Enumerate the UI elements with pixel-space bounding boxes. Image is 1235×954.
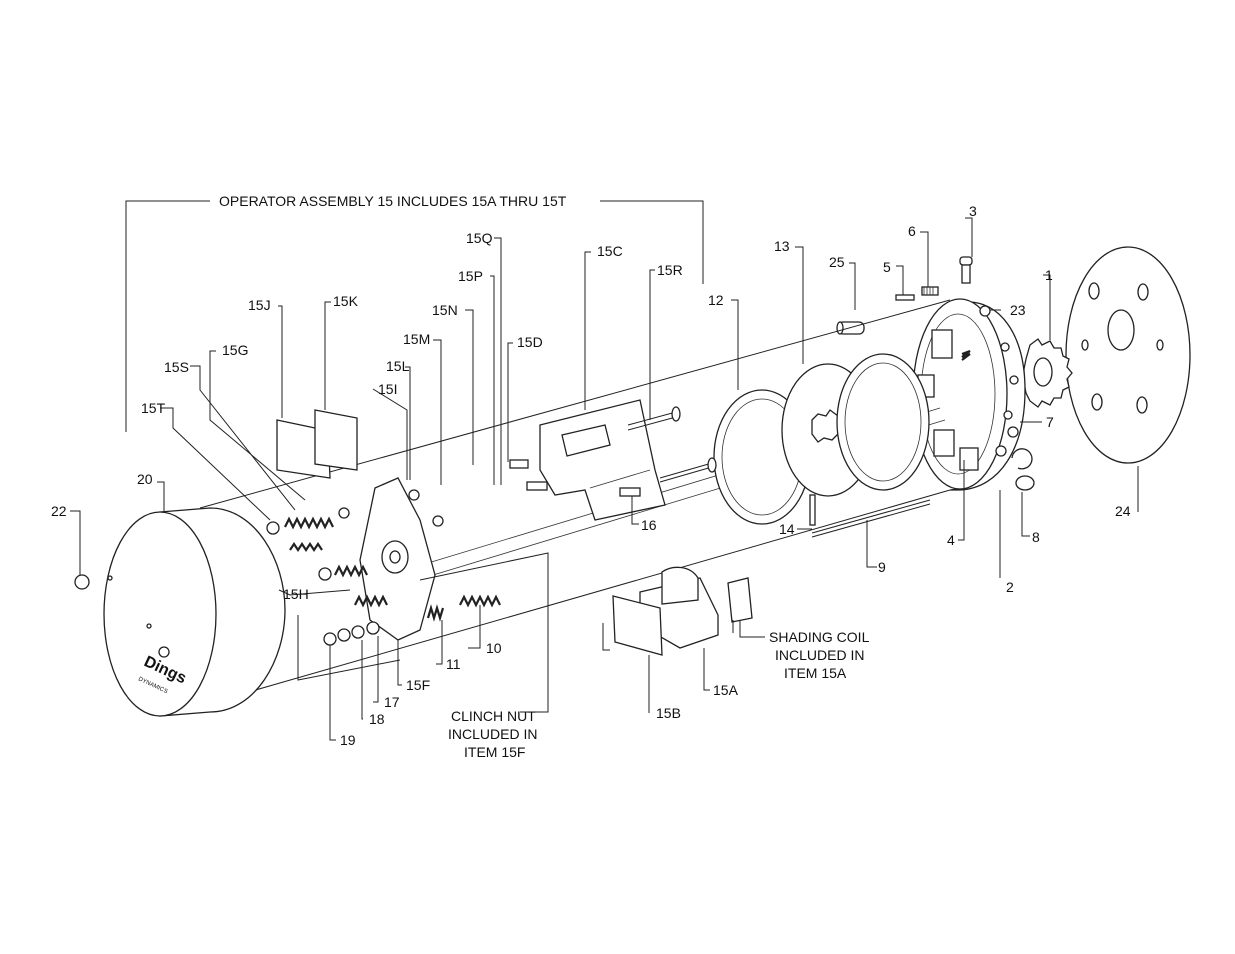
callout-3: 3: [969, 203, 977, 219]
callout-2: 2: [1006, 579, 1014, 595]
callout-15C: 15C: [597, 243, 623, 259]
callout-15F: 15F: [406, 677, 430, 693]
callout-15T: 15T: [141, 400, 166, 416]
callout-4: 4: [947, 532, 955, 548]
callout-22: 22: [51, 503, 67, 519]
callout-15R: 15R: [657, 262, 683, 278]
callout-15B: 15B: [656, 705, 681, 721]
callout-24: 24: [1115, 503, 1131, 519]
callout-15S: 15S: [164, 359, 189, 375]
screw-3: [960, 257, 972, 283]
callout-7: 7: [1046, 414, 1054, 430]
shading-coil-note-line-2: INCLUDED IN: [775, 647, 864, 663]
callout-15D: 15D: [517, 334, 543, 350]
callout-18: 18: [369, 711, 385, 727]
clinch-nut-note: CLINCH NUT INCLUDED IN ITEM 15F: [448, 708, 537, 760]
callout-15J: 15J: [248, 297, 271, 313]
callout-15K: 15K: [333, 293, 359, 309]
callout-6: 6: [908, 223, 916, 239]
shading-coil-note: SHADING COIL INCLUDED IN ITEM 15A: [740, 620, 870, 681]
clinch-nut-note-line-2: INCLUDED IN: [448, 726, 537, 742]
callout-1: 1: [1045, 267, 1053, 283]
callout-5: 5: [883, 259, 891, 275]
callout-13: 13: [774, 238, 790, 254]
callout-17: 17: [384, 694, 400, 710]
callout-15A: 15A: [713, 682, 739, 698]
cover-20: Dings DYNAMICS: [104, 508, 285, 716]
callout-8: 8: [1032, 529, 1040, 545]
ring-plate-outer: [837, 354, 929, 490]
callout-14: 14: [779, 521, 795, 537]
screws-5-6: [896, 287, 938, 300]
callout-10: 10: [486, 640, 502, 656]
rod-9: [812, 500, 930, 537]
callout-9: 9: [878, 559, 886, 575]
callout-15L: 15L: [386, 358, 410, 374]
callout-11: 11: [446, 656, 461, 672]
operator-assembly-note: OPERATOR ASSEMBLY 15 INCLUDES 15A THRU 1…: [219, 193, 567, 209]
callout-16: 16: [641, 517, 657, 533]
rotor-cylinder-body: [200, 300, 950, 706]
shading-coil-note-line-1: SHADING COIL: [769, 629, 870, 645]
callout-15I: 15I: [378, 381, 397, 397]
clinch-nut-note-line-3: ITEM 15F: [464, 744, 525, 760]
callout-25: 25: [829, 254, 845, 270]
plate-15F: [360, 478, 435, 640]
callout-12: 12: [708, 292, 724, 308]
operator-assembly-bracket: OPERATOR ASSEMBLY 15 INCLUDES 15A THRU 1…: [126, 193, 703, 432]
callout-20: 20: [137, 471, 153, 487]
bracket-15C: [540, 400, 665, 520]
callout-15P: 15P: [458, 268, 483, 284]
callout-15Q: 15Q: [466, 230, 493, 246]
callout-15M: 15M: [403, 331, 430, 347]
callout-19: 19: [340, 732, 356, 748]
mounting-plate-24: [1066, 247, 1190, 463]
gear-1: [1024, 339, 1072, 407]
callout-15H: 15H: [283, 586, 309, 602]
housing-7: [913, 299, 1032, 490]
shading-coil-note-line-3: ITEM 15A: [784, 665, 847, 681]
callout-15G: 15G: [222, 342, 248, 358]
callout-15N: 15N: [432, 302, 458, 318]
clinch-nut-note-line-1: CLINCH NUT: [451, 708, 536, 724]
blocks-15J-15K: [277, 410, 357, 478]
callout-23: 23: [1010, 302, 1026, 318]
o-ring-8: [1016, 476, 1034, 490]
